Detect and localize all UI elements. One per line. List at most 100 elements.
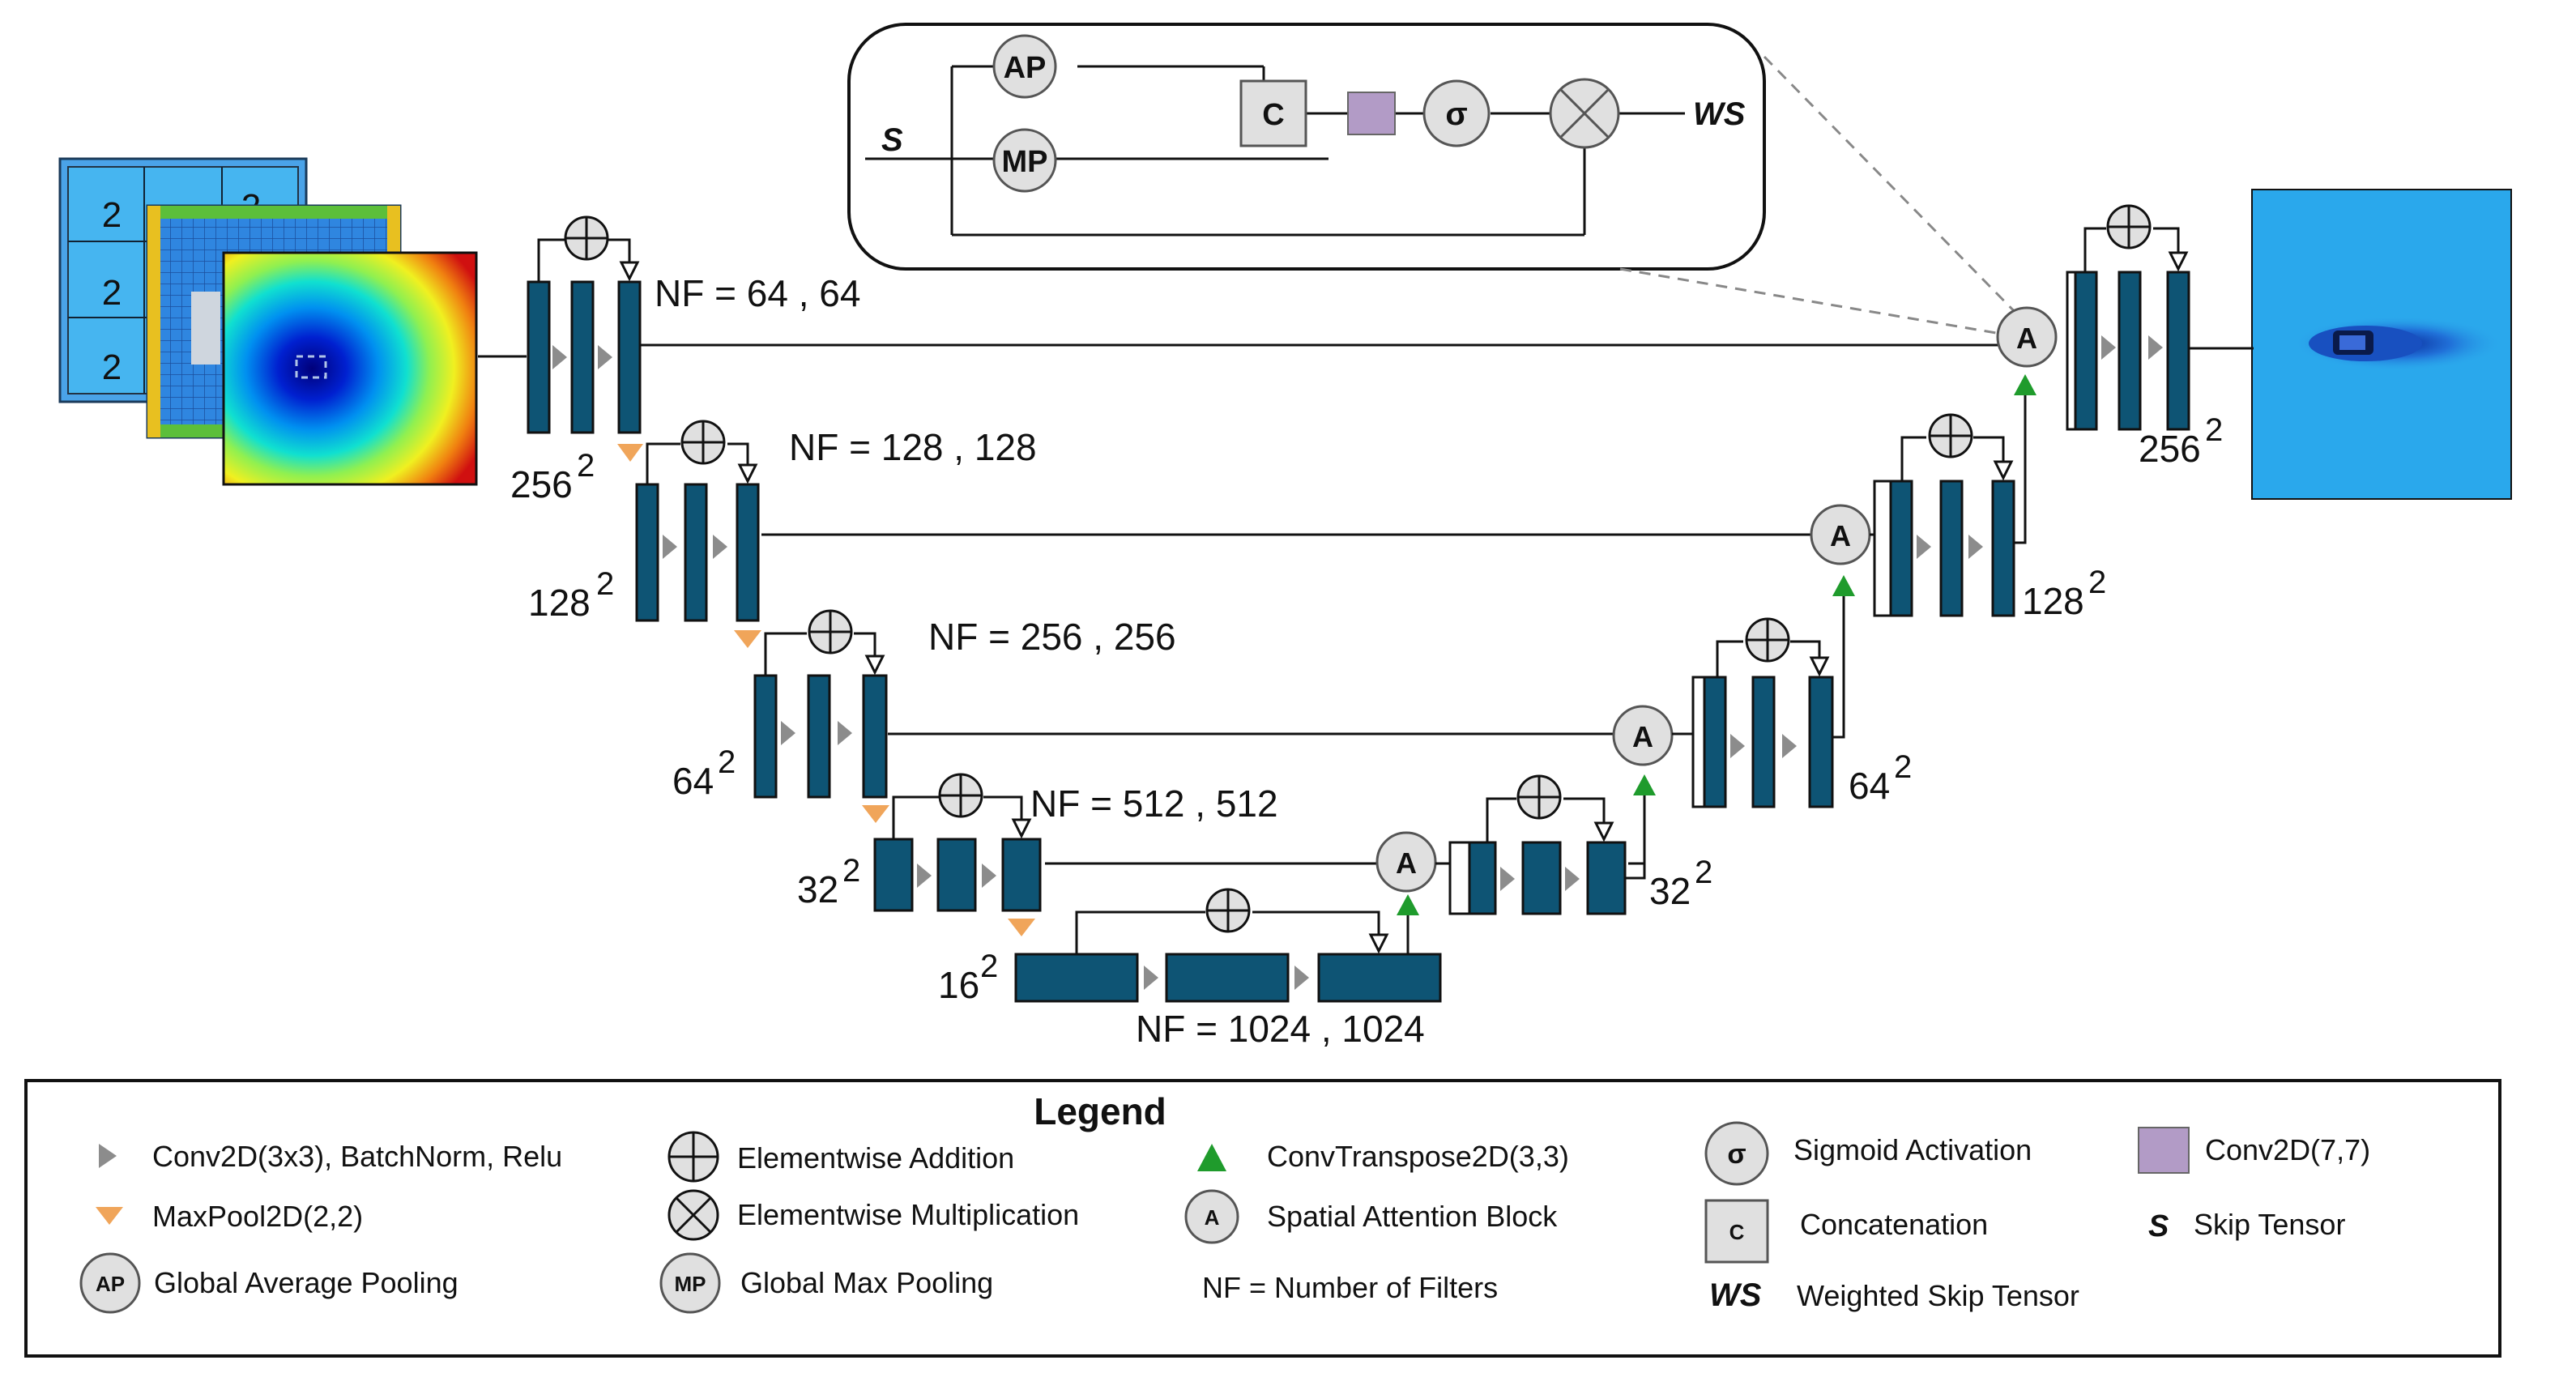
decoder-level-2: A 128 2 — [1810, 374, 2106, 622]
legend-s-symbol: S — [2148, 1209, 2169, 1243]
encoder-level-2: NF = 128 , 128 128 2 — [528, 420, 1037, 648]
attention-node — [1375, 831, 1437, 893]
block — [1751, 676, 1776, 808]
output-image — [2251, 189, 2512, 500]
ap-node-label: AP — [1004, 51, 1047, 85]
block — [527, 280, 551, 434]
attention-node-label: A — [1632, 720, 1653, 753]
legend-nf: NF = Number of Filters — [1202, 1271, 1498, 1304]
res-label: 64 — [1849, 765, 1890, 807]
res-exp: 2 — [577, 448, 595, 484]
nf-label: NF = 1024 , 1024 — [1136, 1008, 1425, 1050]
block — [753, 674, 778, 799]
legend-convt: ConvTranspose2D(3,3) — [1267, 1140, 1569, 1173]
nf-label: NF = 128 , 128 — [789, 426, 1037, 468]
res-label: 256 — [510, 463, 573, 505]
legend-gap: Global Average Pooling — [154, 1266, 458, 1299]
legend-conv77: Conv2D(7,7) — [2205, 1133, 2370, 1166]
block — [1521, 841, 1562, 915]
legend-add: Elementwise Addition — [737, 1141, 1014, 1175]
input-layer-sdf — [222, 251, 478, 486]
res-exp: 2 — [2088, 565, 2106, 600]
weighted-skip-label: WS — [1693, 96, 1746, 132]
legend-mult: Elementwise Multiplication — [737, 1198, 1079, 1231]
attention-node-label: A — [2016, 322, 2037, 355]
res-exp: 2 — [842, 853, 860, 889]
legend-maxpool: MaxPool2D(2,2) — [152, 1200, 363, 1233]
skip-input-label: S — [881, 122, 903, 158]
mp-icon — [659, 1252, 721, 1314]
res-label: 32 — [797, 868, 838, 910]
block — [570, 280, 595, 434]
bottleneck: NF = 1024 , 1024 16 2 — [938, 888, 1442, 1050]
ap-node — [992, 34, 1057, 99]
convtranspose-icon — [1832, 575, 1855, 596]
encoder-level-4: NF = 512 , 512 32 2 — [797, 773, 1278, 936]
block — [807, 674, 831, 799]
block — [1889, 480, 1913, 617]
legend-skip: Skip Tensor — [2194, 1208, 2345, 1241]
maxpool-icon — [617, 444, 643, 462]
res-label: 128 — [528, 582, 591, 624]
block — [2074, 271, 2098, 431]
block — [1939, 480, 1964, 617]
block — [1586, 841, 1627, 915]
res-exp: 2 — [1695, 855, 1712, 890]
legend-concat: Concatenation — [1800, 1208, 1988, 1241]
block — [1165, 953, 1290, 1003]
attention-node-label: A — [1830, 519, 1851, 552]
concat-node-label: C — [1262, 98, 1284, 132]
legend-sigma-symbol: σ — [1727, 1139, 1746, 1170]
maxpool-icon — [96, 1207, 123, 1225]
res-label: 256 — [2139, 428, 2201, 470]
sigmoid-node — [1422, 79, 1491, 147]
attention-node — [1996, 306, 2058, 368]
convtranspose-icon — [1397, 894, 1419, 915]
block — [684, 483, 708, 622]
legend-gmp: Global Max Pooling — [740, 1266, 993, 1299]
res-label: 16 — [938, 964, 979, 1006]
nf-label: NF = 512 , 512 — [1030, 782, 1278, 825]
block — [736, 483, 760, 622]
nf-label: NF = 256 , 256 — [928, 616, 1176, 658]
block — [862, 674, 888, 799]
conv77-icon — [2138, 1127, 2190, 1174]
block — [873, 838, 914, 912]
encoder-level-3: NF = 256 , 256 64 2 — [672, 609, 1176, 823]
block — [936, 838, 977, 912]
maxpool-icon — [862, 805, 889, 823]
maxpool-icon — [1008, 919, 1035, 936]
legend-title: Legend — [1034, 1090, 1166, 1132]
maxpool-icon — [734, 630, 761, 648]
legend-c-symbol: C — [1729, 1220, 1745, 1244]
conv-arrow-icon — [99, 1144, 117, 1168]
grid-value-3: 2 — [102, 348, 122, 387]
legend-sab: Spatial Attention Block — [1267, 1200, 1558, 1233]
attention-icon — [1184, 1189, 1239, 1244]
mp-node — [992, 128, 1057, 193]
block — [1703, 676, 1727, 808]
block — [617, 280, 642, 434]
decoder-level-1: A 256 2 — [1996, 204, 2252, 470]
attention-node — [1612, 705, 1674, 766]
ap-icon — [79, 1252, 141, 1314]
block — [1991, 480, 2015, 617]
nf-label: NF = 64 , 64 — [655, 272, 860, 314]
attention-node-label: A — [1396, 846, 1417, 880]
legend-a-symbol: A — [1205, 1205, 1220, 1230]
res-exp: 2 — [980, 949, 998, 984]
res-exp: 2 — [596, 566, 614, 602]
concat-node — [1239, 79, 1307, 147]
sigmoid-node-label: σ — [1445, 96, 1467, 132]
legend-ws-symbol: WS — [1709, 1277, 1762, 1313]
legend-sigmoid: Sigmoid Activation — [1793, 1133, 2032, 1166]
convtranspose-icon — [1633, 774, 1656, 795]
legend: Legend Conv2D(3x3), BatchNorm, Relu MaxP… — [24, 1079, 2501, 1358]
block — [1468, 841, 1497, 915]
grid-value-2: 2 — [102, 273, 122, 313]
mp-node-label: MP — [1002, 145, 1048, 179]
decoder-level-3: A 64 2 — [1612, 575, 1912, 808]
convtranspose-icon — [2014, 374, 2036, 395]
